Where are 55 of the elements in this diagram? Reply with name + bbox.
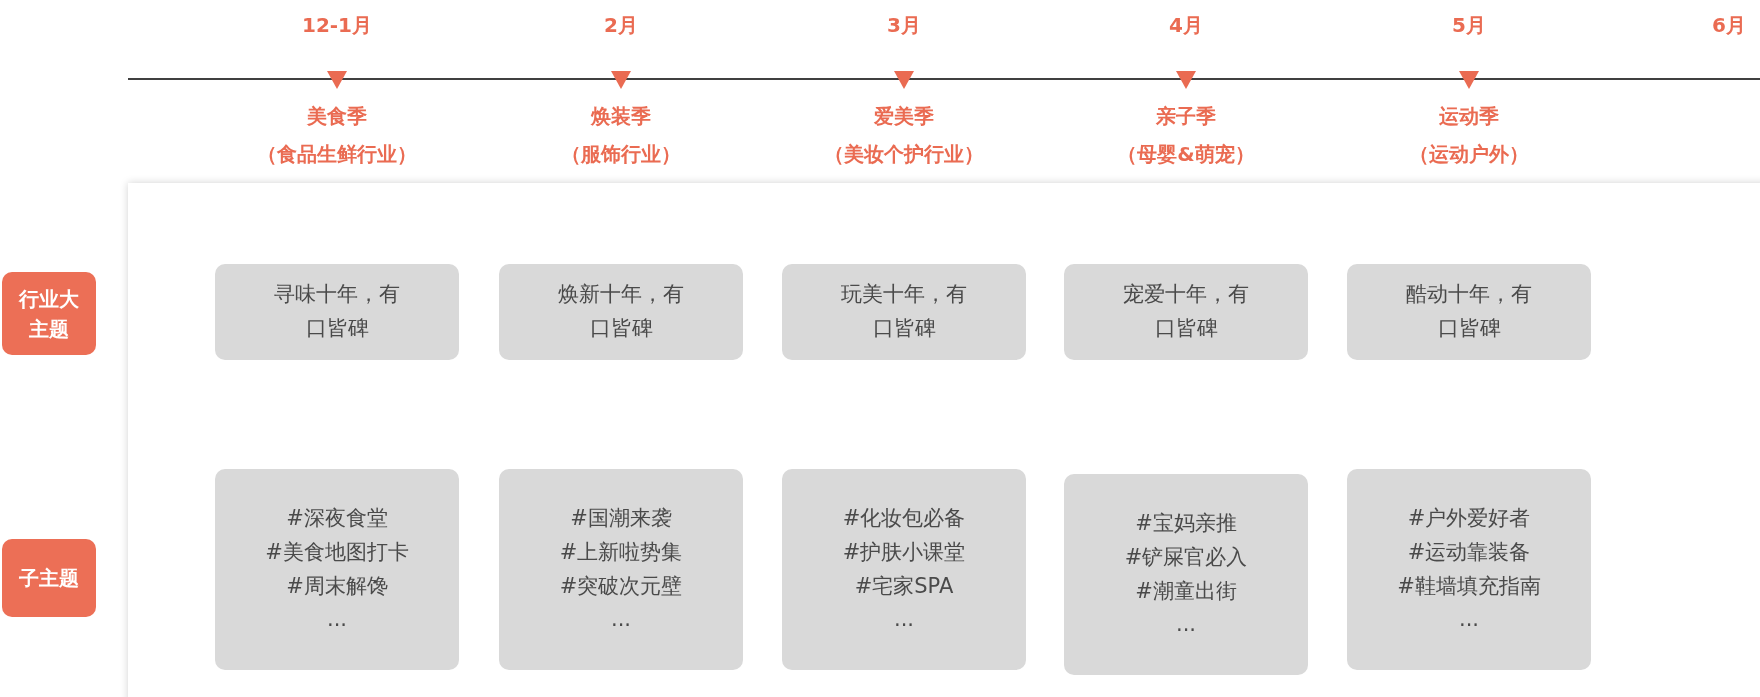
hashtag-text: #运动靠装备 [1407, 538, 1531, 566]
subtopic-card [782, 469, 1026, 670]
hashtag-text: #国潮来袭 [570, 505, 672, 533]
industry-label: （服饰行业） [561, 141, 681, 168]
season-label: 亲子季 [1156, 103, 1216, 130]
hashtag-text: #宅家SPA [854, 572, 954, 600]
hashtag-text: #护肤小课堂 [842, 538, 966, 566]
month-label: 6月 [1712, 12, 1746, 39]
header-text: 行业大主题 [19, 285, 79, 343]
theme-card [782, 264, 1026, 360]
hashtag-text: ... [894, 606, 914, 634]
header-text: 子主题 [19, 565, 79, 592]
hashtag-text: ... [1459, 606, 1479, 634]
hashtag-text: #户外爱好者 [1407, 505, 1531, 533]
theme-card [215, 264, 459, 360]
hashtag-text: #潮童出街 [1135, 577, 1237, 605]
hashtag-text: #突破次元壁 [559, 572, 683, 600]
hashtag-text: #化妆包必备 [842, 505, 966, 533]
theme-text: 寻味十年，有口皆碑 [273, 281, 401, 342]
hashtag-text: #鞋墙填充指南 [1397, 572, 1541, 600]
subtopic-card [215, 469, 459, 670]
hashtag-text: #宝妈亲推 [1135, 510, 1237, 538]
hashtag-text: #美食地图打卡 [265, 538, 409, 566]
hashtag-text: #铲屎官必入 [1124, 543, 1248, 571]
hashtag-text: ... [1176, 611, 1196, 639]
theme-text: 焕新十年，有口皆碑 [557, 281, 685, 342]
theme-text: 玩美十年，有口皆碑 [840, 281, 968, 342]
hashtag-text: ... [327, 606, 347, 634]
theme-text: 酷动十年，有口皆碑 [1405, 281, 1533, 342]
hashtag-text: ... [611, 606, 631, 634]
month-label: 12-1月 [301, 12, 373, 39]
subtopic-card [1347, 469, 1591, 670]
hashtag-text: #深夜食堂 [286, 505, 388, 533]
theme-card [1347, 264, 1591, 360]
theme-text: 宠爱十年，有口皆碑 [1122, 281, 1250, 342]
industry-label: （美妆个护行业） [824, 141, 984, 168]
row-header [2, 272, 96, 355]
season-label: 爱美季 [874, 103, 934, 130]
hashtag-text: #周末解馋 [286, 572, 388, 600]
subtopic-card [499, 469, 743, 670]
industry-label: （运动户外） [1409, 141, 1529, 168]
theme-card [1064, 264, 1308, 360]
row-header [2, 539, 96, 617]
month-label: 2月 [604, 12, 638, 39]
season-label: 焕装季 [591, 103, 651, 130]
month-label: 4月 [1169, 12, 1203, 39]
season-label: 运动季 [1439, 103, 1499, 130]
season-label: 美食季 [307, 103, 367, 130]
theme-card [499, 264, 743, 360]
month-label: 3月 [887, 12, 921, 39]
month-label: 5月 [1452, 12, 1486, 39]
industry-label: （食品生鲜行业） [257, 141, 417, 168]
subtopic-card [1064, 474, 1308, 675]
hashtag-text: #上新啦势集 [559, 538, 683, 566]
industry-label: （母婴&萌宠） [1117, 141, 1255, 168]
